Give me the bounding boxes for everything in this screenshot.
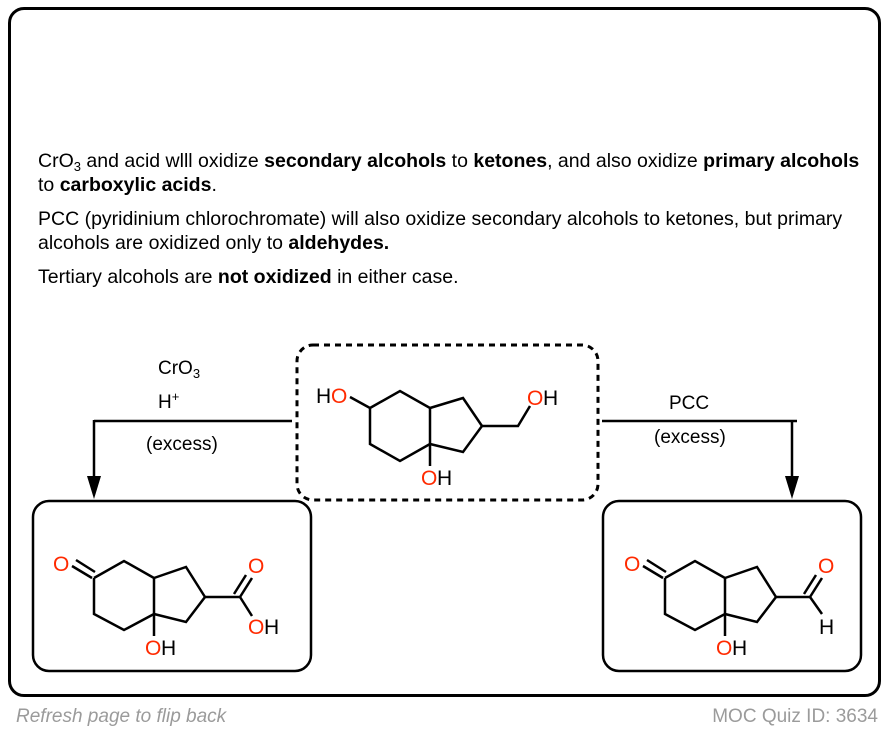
text: and acid wlll oxidize bbox=[80, 150, 265, 172]
atom-oxygen: O bbox=[53, 553, 69, 576]
right-reaction-arrow bbox=[602, 419, 799, 499]
atom-oxygen: O bbox=[248, 555, 264, 578]
subscript: 3 bbox=[192, 366, 201, 381]
atom-oxygen: O bbox=[716, 637, 732, 660]
explanation-paragraph-1: CrO3 and acid wlll oxidize secondary alc… bbox=[38, 149, 878, 197]
bold-text: secondary alcohols bbox=[264, 150, 447, 172]
atom-oxygen: O bbox=[421, 467, 437, 490]
atom-h: H bbox=[819, 616, 834, 639]
text: . bbox=[211, 174, 217, 196]
right-condition: (excess) bbox=[654, 427, 726, 448]
left-product-molecule bbox=[71, 558, 254, 636]
atom-oxygen: O bbox=[818, 555, 834, 578]
text: to bbox=[446, 150, 474, 172]
text: CrO bbox=[158, 358, 193, 379]
atom-h: H bbox=[161, 637, 176, 660]
left-condition: (excess) bbox=[146, 434, 218, 455]
atom-oxygen: O bbox=[331, 385, 347, 408]
starting-material-box bbox=[295, 343, 600, 502]
left-reagent-acid: H+ bbox=[158, 389, 180, 414]
bold-text: aldehydes. bbox=[288, 232, 390, 254]
text: , and also oxidize bbox=[547, 150, 704, 172]
text: CrO bbox=[38, 150, 74, 172]
atom-h: H bbox=[543, 387, 558, 410]
atom-oxygen: O bbox=[624, 553, 640, 576]
explanation-paragraph-2: PCC (pyridinium chlorochromate) will als… bbox=[38, 207, 878, 255]
superscript: + bbox=[171, 389, 180, 404]
atom-h: H bbox=[437, 467, 452, 490]
atom-h: H bbox=[264, 616, 279, 639]
explanation-text: CrO3 and acid wlll oxidize secondary alc… bbox=[38, 149, 878, 299]
right-product-box bbox=[601, 499, 863, 673]
text: in either case. bbox=[331, 266, 459, 288]
atom-h: H bbox=[316, 385, 331, 408]
text: PCC (pyridinium chlorochromate) will als… bbox=[38, 208, 843, 254]
text: to bbox=[38, 174, 60, 196]
atom-oxygen: O bbox=[145, 637, 161, 660]
bold-text: not oxidized bbox=[217, 266, 332, 288]
explanation-paragraph-3: Tertiary alcohols are not oxidized in ei… bbox=[38, 265, 878, 289]
left-reaction-arrow bbox=[87, 419, 292, 499]
left-product-box bbox=[31, 499, 313, 673]
atom-oxygen: O bbox=[527, 387, 543, 410]
right-reagent-pcc: PCC bbox=[669, 393, 710, 414]
text: Tertiary alcohols are bbox=[38, 266, 218, 288]
bold-text: carboxylic acids bbox=[59, 174, 212, 196]
left-reagent-cro3: CrO3 bbox=[158, 358, 200, 380]
atom-h: H bbox=[732, 637, 747, 660]
bold-text: primary alcohols bbox=[703, 150, 860, 172]
starting-material-molecule bbox=[349, 389, 532, 466]
subscript: 3 bbox=[73, 159, 81, 174]
refresh-hint: Refresh page to flip back bbox=[16, 706, 227, 727]
atom-oxygen: O bbox=[248, 616, 264, 639]
right-product-molecule bbox=[642, 558, 824, 636]
quiz-id: MOC Quiz ID: 3634 bbox=[712, 706, 878, 727]
bold-text: ketones bbox=[473, 150, 548, 172]
text: H bbox=[158, 392, 172, 413]
